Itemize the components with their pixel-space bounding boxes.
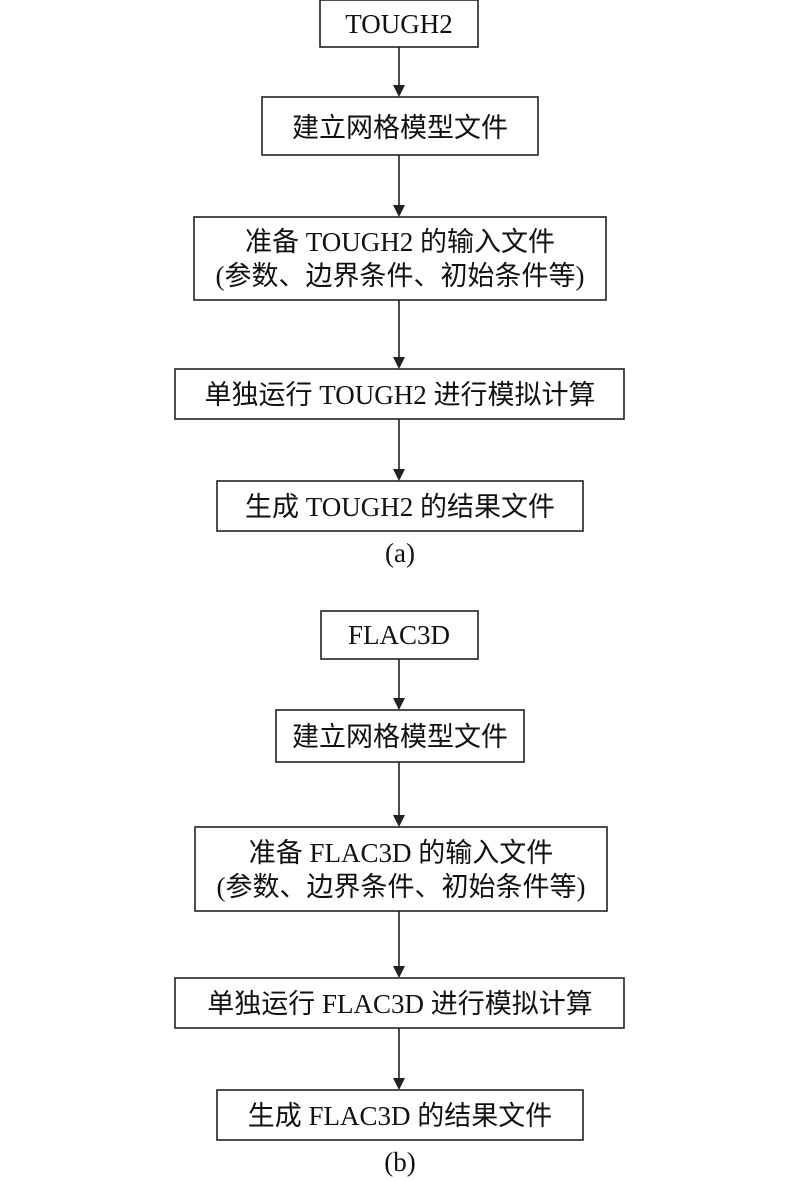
arrow-a-2 xyxy=(393,155,405,217)
box-a-step4-label: 生成 TOUGH2 的结果文件 xyxy=(245,492,555,522)
box-b-title-label: FLAC3D xyxy=(348,620,450,650)
box-a-step4: 生成 TOUGH2 的结果文件 xyxy=(216,480,584,532)
flowchart-a: TOUGH2 建立网格模型文件 准备 TOUGH2 的输入文件 (参数、边界条件… xyxy=(174,0,625,568)
box-b-step2: 准备 FLAC3D 的输入文件 (参数、边界条件、初始条件等) xyxy=(194,826,608,912)
box-a-step2-line2: (参数、边界条件、初始条件等) xyxy=(216,261,585,291)
box-b-step3: 单独运行 FLAC3D 进行模拟计算 xyxy=(174,977,625,1029)
arrow-b-3 xyxy=(393,911,405,978)
box-b-step1: 建立网格模型文件 xyxy=(275,709,525,763)
box-a-step1: 建立网格模型文件 xyxy=(261,96,539,156)
box-b-step3-label: 单独运行 FLAC3D 进行模拟计算 xyxy=(207,989,593,1019)
caption-b: (b) xyxy=(384,1147,415,1177)
box-b-title: FLAC3D xyxy=(320,610,479,660)
box-a-step2: 准备 TOUGH2 的输入文件 (参数、边界条件、初始条件等) xyxy=(193,216,607,301)
arrow-a-3 xyxy=(393,300,405,369)
box-b-step2-line2: (参数、边界条件、初始条件等) xyxy=(217,872,586,902)
arrow-b-1 xyxy=(393,659,405,710)
box-b-step4-label: 生成 FLAC3D 的结果文件 xyxy=(248,1101,553,1131)
box-a-title-label: TOUGH2 xyxy=(345,9,453,39)
arrow-b-2 xyxy=(393,762,405,827)
box-b-step1-label: 建立网格模型文件 xyxy=(292,722,508,752)
arrow-a-1 xyxy=(393,47,405,97)
box-a-step2-line1: 准备 TOUGH2 的输入文件 xyxy=(245,227,555,257)
box-a-step3-label: 单独运行 TOUGH2 进行模拟计算 xyxy=(205,380,596,410)
box-a-title: TOUGH2 xyxy=(319,0,479,48)
flowchart-b: FLAC3D 建立网格模型文件 准备 FLAC3D 的输入文件 (参数、边界条件… xyxy=(174,610,625,1177)
caption-a: (a) xyxy=(385,538,415,568)
box-b-step4: 生成 FLAC3D 的结果文件 xyxy=(216,1089,584,1141)
box-a-step3: 单独运行 TOUGH2 进行模拟计算 xyxy=(174,368,625,420)
arrow-a-4 xyxy=(393,419,405,481)
box-b-step2-line1: 准备 FLAC3D 的输入文件 xyxy=(249,838,554,868)
arrow-b-4 xyxy=(393,1028,405,1090)
box-a-step1-label: 建立网格模型文件 xyxy=(292,113,508,143)
